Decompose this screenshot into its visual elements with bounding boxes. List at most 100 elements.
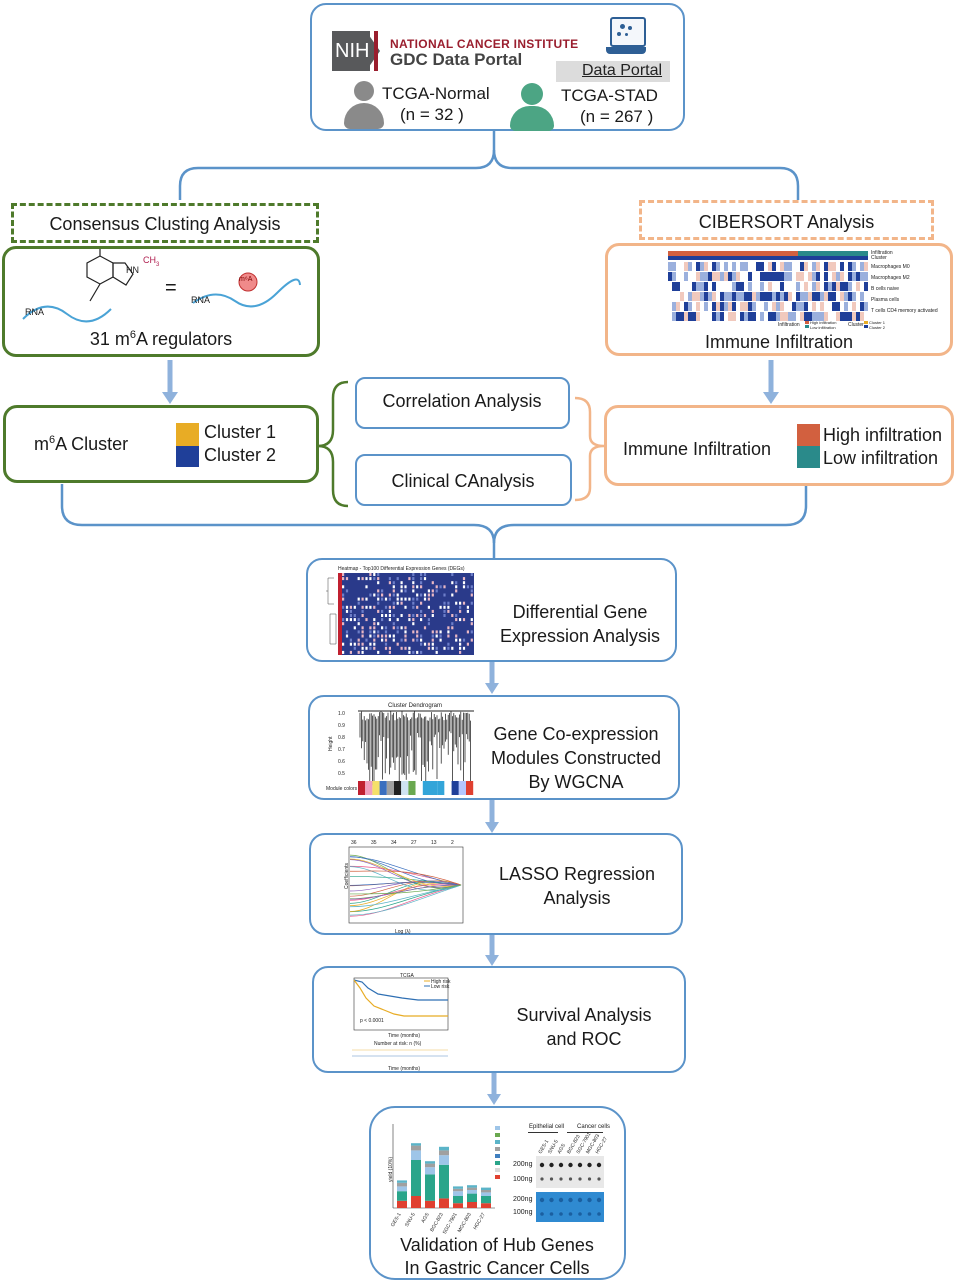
heatmap-cell — [796, 302, 800, 311]
data-portal-link[interactable]: Data Portal — [582, 62, 663, 79]
heatmap-cell — [345, 618, 349, 622]
heatmap-cell — [724, 282, 728, 291]
heatmap-cell — [728, 262, 732, 271]
heatmap-cell — [431, 589, 434, 593]
cib-row-6: T cells CD4 memory activated — [871, 308, 938, 314]
heatmap-cell — [435, 585, 438, 589]
blot-dot — [549, 1162, 554, 1168]
heatmap-cell — [412, 605, 415, 609]
heatmap-cell — [373, 626, 376, 630]
validation-bar-segment — [439, 1155, 449, 1165]
heatmap-cell — [412, 638, 415, 642]
blot-dot — [587, 1197, 592, 1203]
heatmap-cell — [373, 642, 376, 646]
heatmap-cell — [447, 634, 450, 638]
heatmap-cell — [353, 614, 356, 617]
heatmap-cell — [716, 282, 720, 291]
module-color-band — [415, 781, 423, 795]
lasso-xlabel: Log (λ) — [395, 929, 411, 935]
heatmap-cell — [412, 585, 415, 589]
heatmap-cell — [672, 262, 676, 271]
heatmap-cell — [832, 302, 836, 311]
heatmap-cell — [447, 646, 450, 650]
validation-cell-label: SNU-5 — [404, 1212, 417, 1228]
heatmap-cell — [349, 605, 352, 609]
heatmap-cell — [369, 593, 372, 597]
heatmap-cell — [431, 642, 434, 646]
heatmap-cell — [732, 302, 736, 311]
heatmap-cell — [365, 638, 368, 642]
heatmap-cell — [748, 312, 752, 321]
heatmap-cell — [357, 630, 360, 634]
immune-infiltration-title: Immune Infiltration — [623, 439, 772, 459]
heatmap-cell — [776, 312, 780, 321]
heatmap-cell — [435, 650, 438, 654]
heatmap-cell — [439, 585, 442, 589]
heatmap-cell — [431, 614, 434, 617]
nci-name: NATIONAL CANCER INSTITUTE — [390, 37, 579, 51]
heatmap-cell — [420, 581, 423, 585]
survival-line1: Survival Analysis — [516, 1005, 652, 1025]
heatmap-cell — [736, 282, 740, 291]
heatmap-cell — [772, 262, 776, 271]
heatmap-cell — [776, 272, 780, 281]
heatmap-cell — [856, 312, 860, 321]
heatmap-cell — [439, 630, 442, 634]
heatmap-cell — [808, 312, 812, 321]
heatmap-cell — [381, 589, 384, 593]
heatmap-cell — [373, 577, 376, 581]
heatmap-cell — [459, 609, 462, 613]
normal-count: (n = 32 ) — [400, 105, 464, 124]
heatmap-cell — [732, 262, 736, 271]
stad-count: (n = 267 ) — [580, 107, 654, 126]
heatmap-cell — [462, 581, 466, 585]
heatmap-cell — [455, 581, 458, 585]
heatmap-cell — [736, 262, 740, 271]
heatmap-cell — [760, 262, 764, 271]
heatmap-cell — [824, 262, 828, 271]
heatmap-cell — [357, 597, 360, 601]
heatmap-cell — [361, 650, 364, 654]
heatmap-cell — [744, 292, 748, 301]
heatmap-cell — [792, 272, 796, 281]
heatmap-cell — [748, 272, 752, 281]
validation-cell-label: AGS — [420, 1211, 431, 1224]
heatmap-cell — [373, 634, 376, 638]
heatmap-cell — [856, 302, 860, 311]
module-color-band — [358, 781, 366, 795]
heatmap-cell — [466, 609, 469, 613]
val-epithelial: Epithelial cell — [529, 1124, 565, 1130]
heatmap-cell — [676, 312, 680, 321]
heatmap-cell — [381, 638, 384, 642]
heatmap-cell — [392, 593, 395, 597]
heatmap-cell — [792, 302, 796, 311]
heatmap-cell — [808, 292, 812, 301]
heatmap-cell — [400, 646, 403, 650]
heatmap-cell — [836, 262, 840, 271]
heatmap-cell — [373, 646, 376, 650]
heatmap-cell — [396, 618, 399, 622]
dot-blot-m6a — [536, 1156, 604, 1188]
m6a-badge: m⁶A — [239, 276, 253, 283]
heatmap-cell — [342, 573, 345, 576]
heatmap-cell — [447, 601, 450, 605]
heatmap-cell — [816, 262, 820, 271]
normal-person-icon — [344, 81, 384, 129]
heatmap-cell — [672, 292, 676, 301]
validation-bar-segment — [397, 1200, 407, 1208]
heatmap-cell — [408, 614, 411, 617]
heatmap-cell — [804, 262, 808, 271]
heatmap-cell — [684, 282, 688, 291]
heatmap-cell — [764, 262, 768, 271]
heatmap-cell — [680, 312, 684, 321]
heatmap-cell — [427, 646, 430, 650]
heatmap-cell — [377, 577, 380, 581]
heatmap-cell — [780, 282, 784, 291]
heatmap-cell — [342, 622, 345, 626]
heatmap-cell — [720, 292, 724, 301]
heatmap-cell — [455, 589, 458, 593]
heatmap-cell — [388, 650, 391, 654]
heatmap-cell — [384, 638, 388, 642]
heatmap-cell — [760, 292, 764, 301]
cibersort-heatmap — [668, 251, 868, 321]
